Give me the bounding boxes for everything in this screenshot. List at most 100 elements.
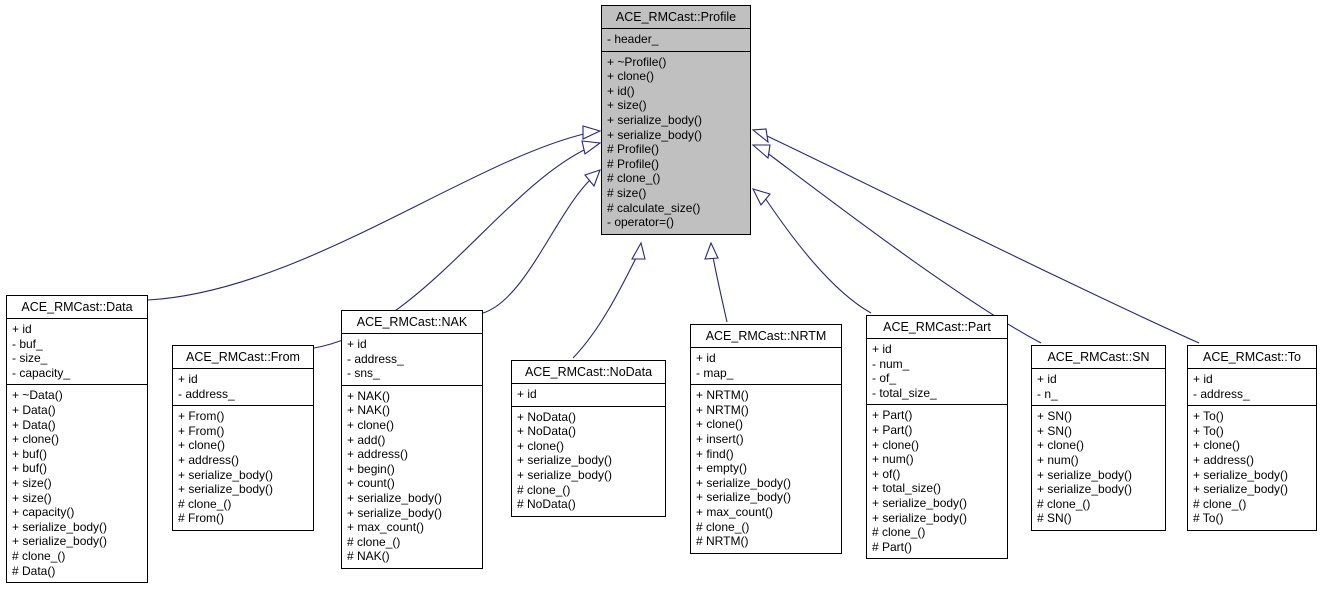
operation-row: + count() <box>347 476 395 491</box>
operation-row: + num() <box>872 452 914 467</box>
operation-row: + max_count() <box>696 504 774 519</box>
operation-row: + serialize_body() <box>1193 482 1289 497</box>
operation-row: + capacity() <box>12 505 75 520</box>
operation-row: + max_count() <box>347 520 425 535</box>
class-operations-nodata: + NoData()+ NoData()+ clone()+ serialize… <box>512 407 665 516</box>
operation-row: + serialize_body() <box>517 453 613 468</box>
operation-row: + NAK() <box>347 388 391 403</box>
inheritance-arrowhead <box>751 188 771 207</box>
operation-row: + clone() <box>696 417 744 432</box>
inheritance-arrowhead <box>581 140 602 155</box>
operation-row: + serialize_body() <box>12 519 108 534</box>
operation-row: + ~Data() <box>12 388 63 403</box>
operation-row: # To() <box>1193 511 1224 526</box>
class-box-profile[interactable]: ACE_RMCast::Profile- header_+ ~Profile()… <box>601 5 751 235</box>
operation-row: + serialize_body() <box>1193 467 1289 482</box>
operation-row: - operator=() <box>607 215 675 230</box>
inheritance-arrowhead <box>631 241 646 260</box>
inheritance-arrowhead <box>751 128 769 144</box>
class-operations-nak: + NAK()+ NAK()+ clone()+ add()+ address(… <box>342 386 482 568</box>
operation-row: + clone() <box>347 417 395 432</box>
edge-line <box>766 135 1200 344</box>
class-title-nrtm: ACE_RMCast::NRTM <box>691 325 841 348</box>
operation-row: + To() <box>1193 409 1224 424</box>
operation-row: + From() <box>178 423 225 438</box>
operation-row: + NAK() <box>347 403 391 418</box>
attribute-row: - map_ <box>696 365 734 380</box>
operation-row: + serialize_body() <box>12 534 108 549</box>
class-box-sn[interactable]: ACE_RMCast::SN+ id- n_+ SN()+ SN()+ clon… <box>1031 345 1166 531</box>
operation-row: + clone() <box>1037 438 1085 453</box>
operation-row: + SN() <box>1037 409 1073 424</box>
edge-line <box>764 197 872 314</box>
edge-nak-to-profile <box>482 169 601 314</box>
attribute-row: - of_ <box>872 371 897 386</box>
edge-line <box>147 132 589 301</box>
operation-row: + address() <box>178 452 240 467</box>
class-attributes-sn: + id- n_ <box>1032 369 1165 407</box>
operation-row: + clone() <box>872 437 920 452</box>
attribute-row: - buf_ <box>12 336 43 351</box>
class-box-nodata[interactable]: ACE_RMCast::NoData+ id+ NoData()+ NoData… <box>511 360 666 517</box>
class-attributes-profile: - header_ <box>602 29 750 52</box>
operation-row: + Part() <box>872 422 913 437</box>
attribute-row: + id <box>872 342 892 356</box>
operation-row: + size() <box>12 475 52 490</box>
edge-nodata-to-profile <box>572 241 646 359</box>
class-title-data: ACE_RMCast::Data <box>7 296 147 319</box>
attribute-row: - total_size_ <box>872 385 937 400</box>
operation-row: # Data() <box>12 563 56 578</box>
operation-row: + clone() <box>178 438 226 453</box>
class-attributes-nodata: + id <box>512 384 665 407</box>
operation-row: # Profile() <box>607 156 660 171</box>
operation-row: + From() <box>178 409 225 424</box>
class-box-to[interactable]: ACE_RMCast::To+ id- address_+ To()+ To()… <box>1187 345 1317 531</box>
class-box-nrtm[interactable]: ACE_RMCast::NRTM+ id- map_+ NRTM()+ NRTM… <box>690 324 842 554</box>
class-operations-part: + Part()+ Part()+ clone()+ num()+ of()+ … <box>867 405 1007 558</box>
operation-row: # clone_() <box>607 171 661 186</box>
attribute-row: + id <box>1193 372 1213 386</box>
operation-row: + serialize_body() <box>607 112 703 127</box>
operation-row: + Data() <box>12 417 56 432</box>
operation-row: + serialize_body() <box>872 495 968 510</box>
class-title-sn: ACE_RMCast::SN <box>1032 346 1165 369</box>
operation-row: + id() <box>607 83 635 98</box>
operation-row: + ~Profile() <box>607 54 667 69</box>
operation-row: + Data() <box>12 402 56 417</box>
inheritance-arrowhead <box>582 125 602 140</box>
operation-row: # SN() <box>1037 511 1072 526</box>
operation-row: # clone_() <box>178 496 232 511</box>
class-operations-data: + ~Data()+ Data()+ Data()+ clone()+ buf(… <box>7 385 147 582</box>
attribute-row: - size_ <box>12 351 48 366</box>
operation-row: + find() <box>696 446 734 461</box>
edge-nrtm-to-profile <box>704 241 728 323</box>
class-operations-sn: + SN()+ SN()+ clone()+ num()+ serialize_… <box>1032 406 1165 530</box>
attribute-row: + id <box>517 387 537 401</box>
class-title-from: ACE_RMCast::From <box>173 346 313 369</box>
operation-row: + Part() <box>872 408 913 423</box>
class-box-part[interactable]: ACE_RMCast::Part+ id- num_- of_- total_s… <box>866 315 1008 560</box>
attribute-row: - address_ <box>178 386 235 401</box>
class-box-from[interactable]: ACE_RMCast::From+ id- address_+ From()+ … <box>172 345 314 531</box>
operation-row: + add() <box>347 432 386 447</box>
operation-row: # NoData() <box>517 497 576 512</box>
edge-line <box>712 256 728 323</box>
class-box-nak[interactable]: ACE_RMCast::NAK+ id- address_- sns_+ NAK… <box>341 310 483 569</box>
operation-row: + serialize_body() <box>607 127 703 142</box>
attribute-row: + id <box>1037 372 1057 386</box>
operation-row: # clone_() <box>1037 496 1091 511</box>
attribute-row: - num_ <box>872 356 910 371</box>
class-box-data[interactable]: ACE_RMCast::Data+ id- buf_- size_- capac… <box>6 295 148 584</box>
operation-row: + begin() <box>347 461 395 476</box>
operation-row: + serialize_body() <box>178 482 274 497</box>
operation-row: + NRTM() <box>696 388 749 403</box>
operation-row: # size() <box>607 185 647 200</box>
attribute-row: + id <box>178 372 198 386</box>
attribute-row: + id <box>347 337 367 351</box>
operation-row: # clone_() <box>12 548 66 563</box>
operation-row: + buf() <box>12 461 48 476</box>
inheritance-arrowhead <box>584 169 601 188</box>
class-attributes-part: + id- num_- of_- total_size_ <box>867 339 1007 406</box>
attribute-row: - sns_ <box>347 366 380 381</box>
